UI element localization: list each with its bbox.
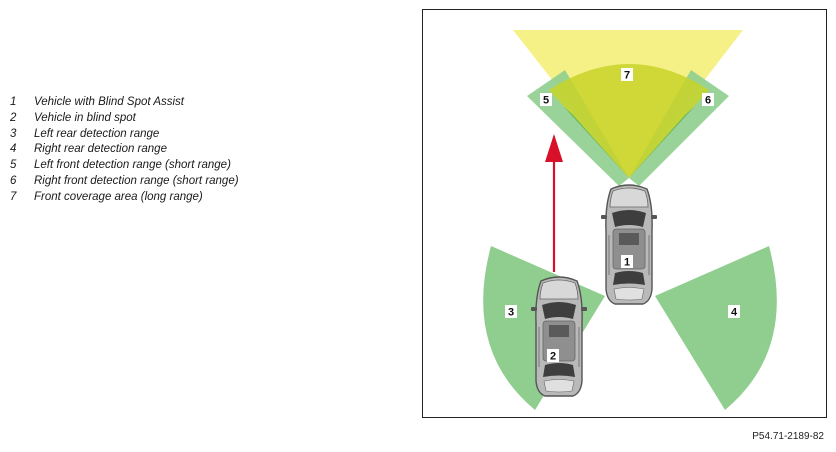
legend-number: 6 (10, 174, 17, 187)
legend-number: 7 (10, 190, 17, 203)
svg-text:4: 4 (731, 307, 738, 319)
legend-number: 1 (10, 96, 17, 108)
legend-number: 3 (10, 127, 17, 140)
blind-spot-diagram: 1 2 3 4 5 6 7 (483, 30, 777, 410)
legend-item: 1 Vehicle with Blind Spot Assist (10, 95, 239, 111)
label-7: 7 (621, 68, 633, 82)
legend-text: Left front detection range (short range) (34, 159, 231, 172)
legend-text: Front coverage area (long range) (34, 190, 203, 203)
legend-number: 5 (10, 159, 17, 172)
front-overlap-zone (549, 64, 709, 178)
right-rear-detection-zone (655, 246, 777, 410)
legend-item: 4 Right rear detection range (10, 142, 239, 158)
legend-item: 6 Right front detection range (short rang… (10, 174, 239, 190)
legend-list: 1 Vehicle with Blind Spot Assist 2 Vehicle… (10, 95, 239, 206)
legend-text: Vehicle with Blind Spot Assist (34, 96, 184, 108)
label-4: 4 (728, 305, 740, 319)
direction-arrow (545, 134, 563, 272)
label-2: 2 (547, 349, 559, 363)
legend-text: Vehicle in blind spot (34, 111, 136, 124)
legend-number: 4 (10, 143, 17, 156)
svg-text:5: 5 (543, 95, 549, 107)
legend-text: Right rear detection range (34, 143, 167, 156)
legend-text: Right front detection range (short range… (34, 174, 239, 187)
svg-text:2: 2 (550, 351, 556, 363)
svg-text:1: 1 (624, 257, 630, 269)
svg-text:6: 6 (705, 95, 711, 107)
label-3: 3 (505, 305, 517, 319)
figure-id: P54.71-2189-82 (752, 431, 824, 442)
legend-item: 5 Left front detection range (short range… (10, 158, 239, 174)
legend-item: 2 Vehicle in blind spot (10, 111, 239, 127)
legend-item: 3 Left rear detection range (10, 127, 239, 143)
legend-number: 2 (10, 111, 17, 124)
svg-text:3: 3 (508, 307, 514, 319)
left-front-detection-zone (527, 70, 629, 186)
legend-item: 7 Front coverage area (long range) (10, 190, 239, 206)
vehicle-blind-spot-car (530, 276, 588, 397)
label-5: 5 (540, 93, 552, 107)
diagram-frame: 1 2 3 4 5 6 7 (422, 9, 827, 418)
label-1: 1 (621, 255, 633, 269)
legend-text: Left rear detection range (34, 127, 160, 140)
svg-text:7: 7 (624, 70, 630, 82)
label-6: 6 (702, 93, 714, 107)
vehicle-assist-car (600, 184, 658, 305)
